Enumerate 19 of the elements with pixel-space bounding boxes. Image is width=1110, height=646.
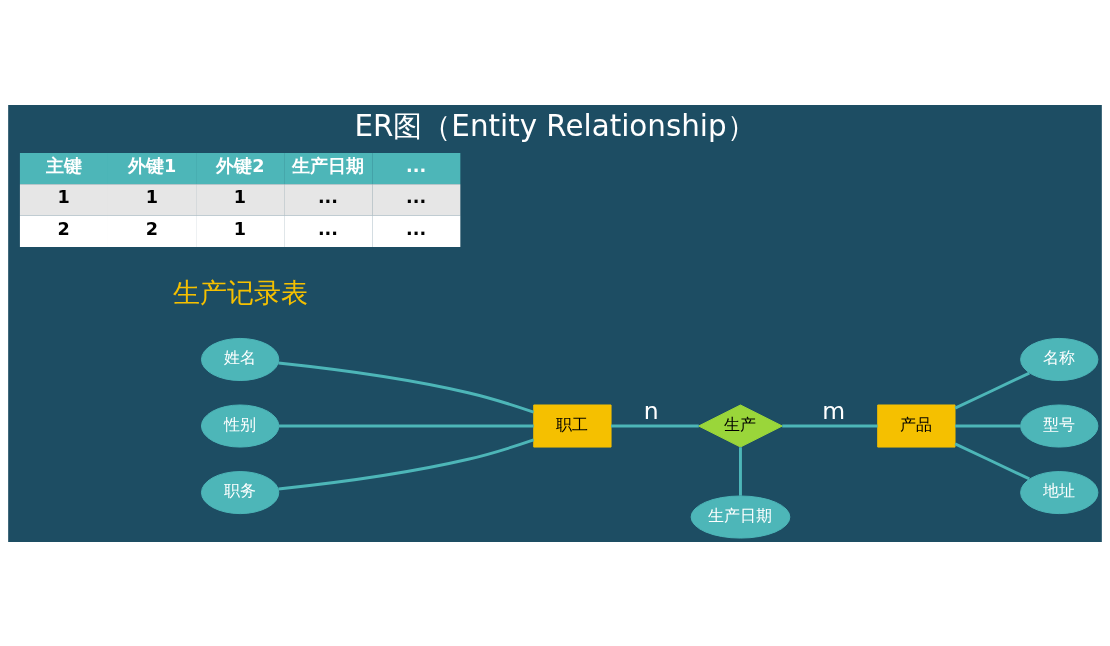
label: 主键 [45, 155, 82, 176]
edge-label: m [822, 396, 846, 425]
label: 外键1 [128, 155, 177, 176]
label: 2 [57, 218, 70, 239]
label: 1 [233, 186, 247, 207]
label: ... [317, 218, 339, 239]
label: ... [406, 186, 427, 207]
edge-label: n [643, 396, 659, 425]
label: ... [317, 186, 339, 207]
label: 生产记录表 [172, 276, 308, 308]
label: 1 [57, 186, 70, 207]
label: 外键2 [216, 155, 265, 176]
label: 生产日期 [292, 155, 365, 176]
label: 1 [145, 186, 158, 207]
label: 1 [233, 218, 247, 239]
label: ... [406, 218, 427, 239]
label: 2 [145, 218, 158, 239]
diagram-title: ER图（Entity Relationship） [354, 108, 756, 143]
label: ... [406, 155, 427, 176]
